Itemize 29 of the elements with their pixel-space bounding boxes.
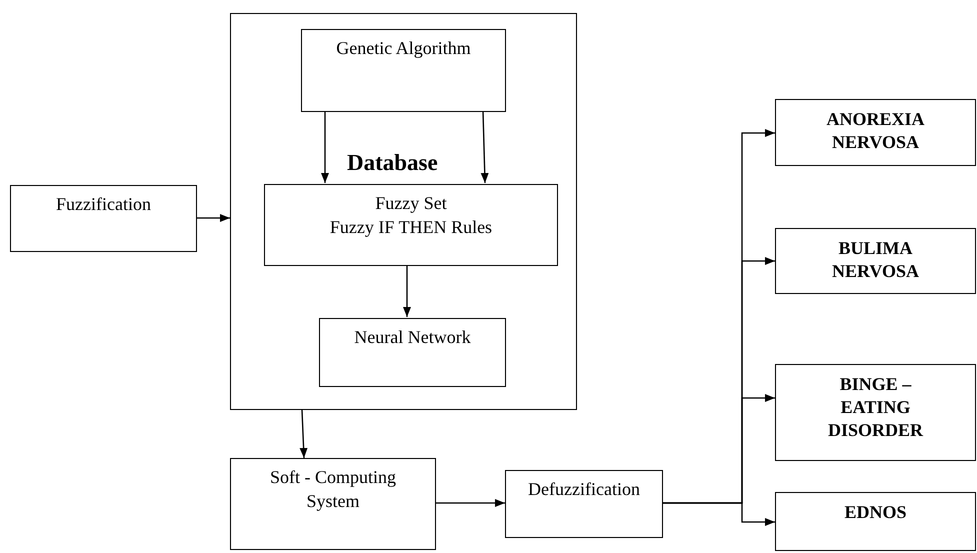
box-label: ANOREXIA NERVOSA — [825, 108, 926, 154]
process-box — [10, 185, 197, 252]
arrow — [403, 265, 411, 317]
process-box — [505, 470, 663, 538]
arrow — [663, 502, 775, 526]
process-box — [775, 492, 976, 551]
arrow — [321, 111, 329, 183]
arrow — [480, 110, 489, 184]
process-box — [775, 99, 976, 166]
box-label: EDNOS — [844, 501, 906, 524]
arrow — [197, 214, 230, 222]
box-label: Defuzzification — [528, 478, 640, 501]
box-heading: Database — [347, 151, 438, 174]
process-box — [301, 29, 506, 112]
box-label: BULIMA NERVOSA — [830, 237, 920, 283]
process-box — [319, 318, 506, 387]
process-box — [775, 364, 976, 461]
box-label: Fuzzification — [56, 193, 151, 216]
box-label: Fuzzy IF THEN Rules — [330, 216, 492, 239]
box-label: Soft - Computing System — [268, 466, 397, 513]
box-label: BINGE – EATING DISORDER — [826, 373, 924, 442]
arrow — [300, 410, 308, 458]
box-label: Genetic Algorithm — [336, 37, 471, 60]
arrow — [436, 499, 505, 507]
box-label: Neural Network — [354, 326, 471, 349]
process-box — [775, 228, 976, 294]
process-box — [230, 458, 436, 550]
container-box — [230, 13, 577, 410]
box-label: Fuzzy Set — [375, 192, 447, 215]
